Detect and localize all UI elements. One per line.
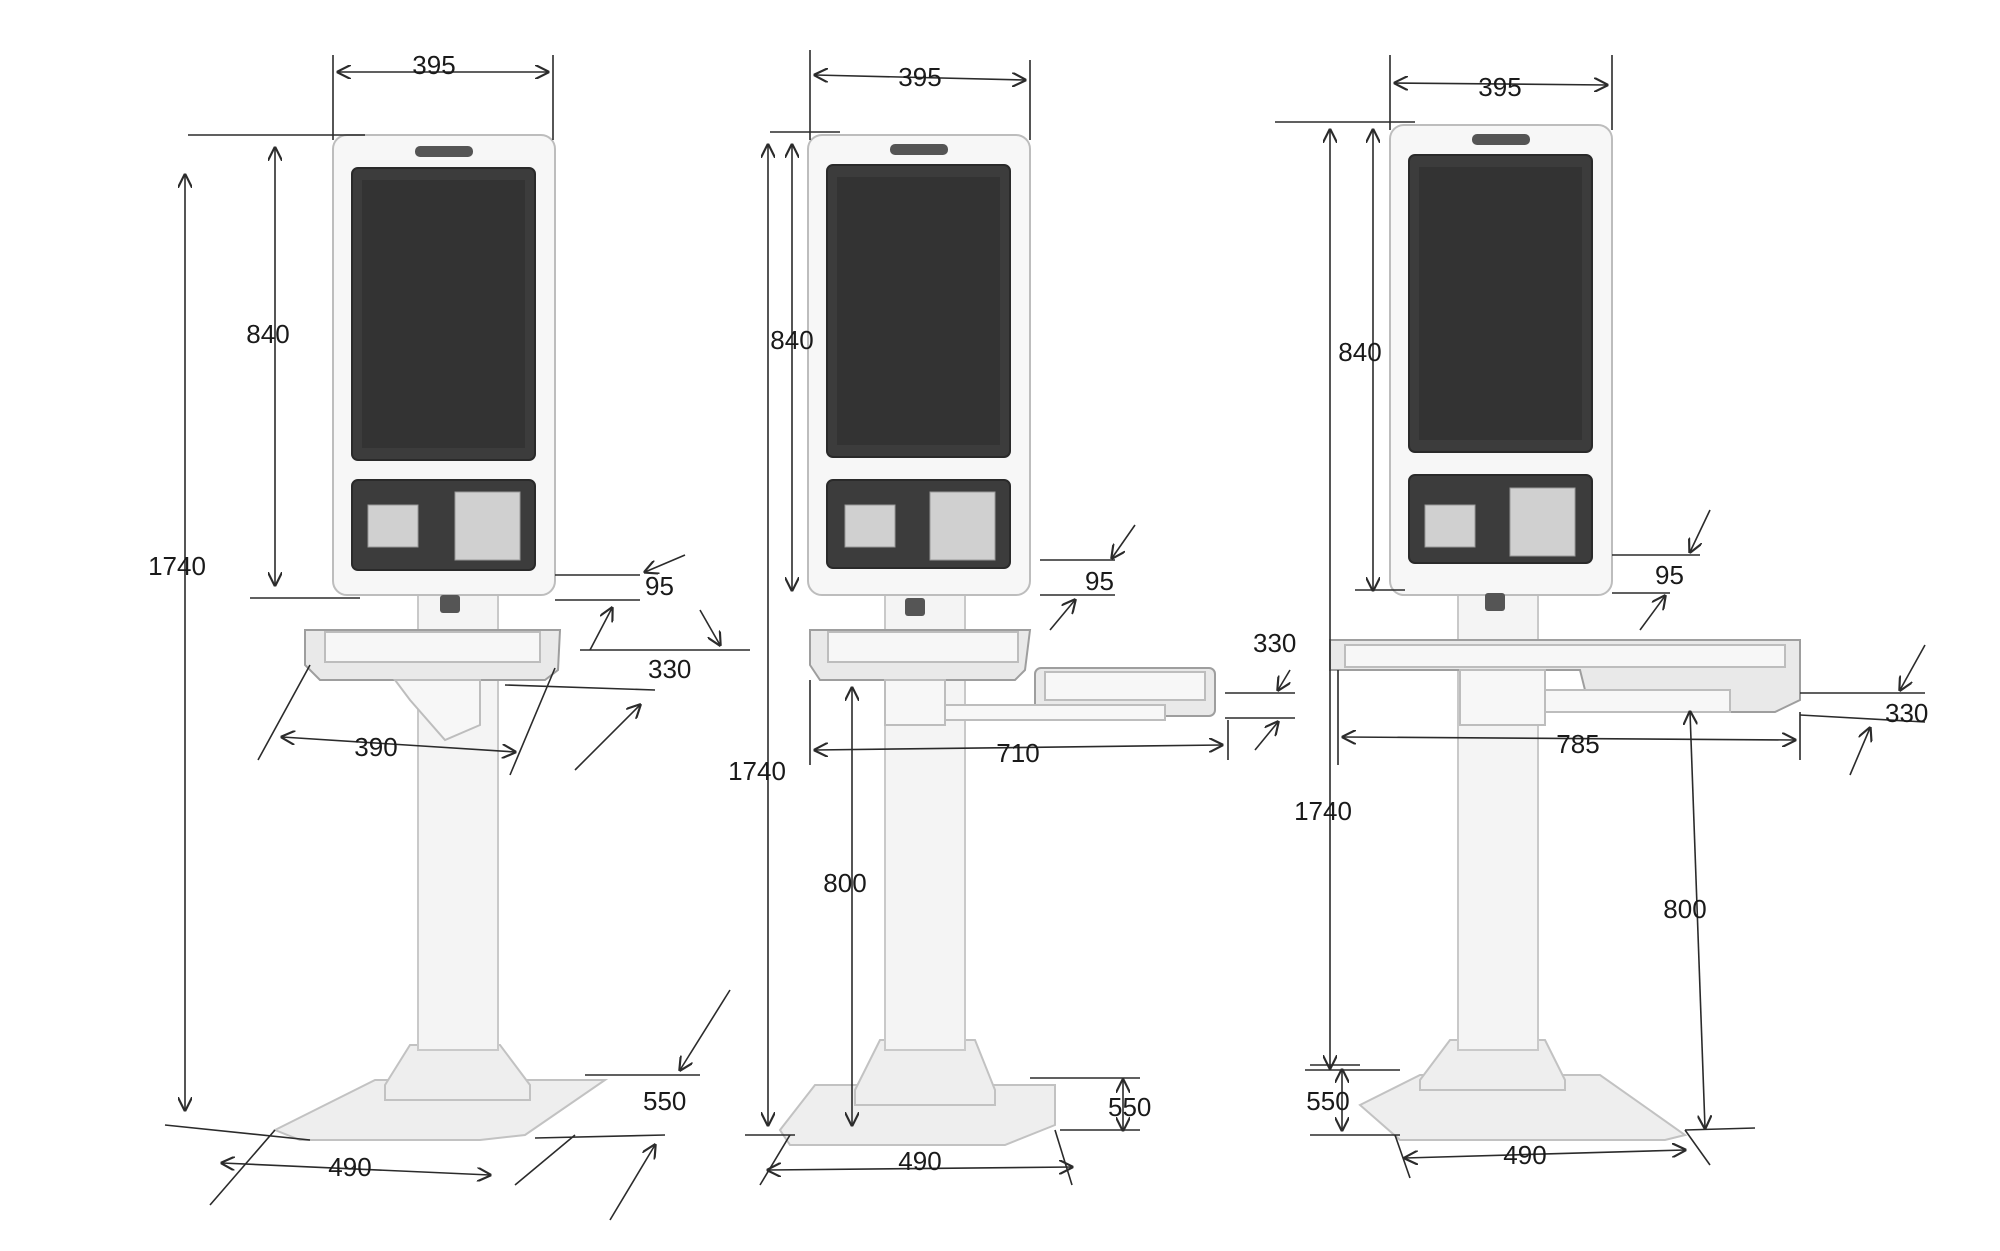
base-depth-label: 550: [643, 1086, 686, 1116]
screen-height-label: 840: [246, 319, 289, 349]
width-label: 395: [412, 50, 455, 80]
depth-label: 95: [645, 571, 674, 601]
printer-slot-icon: [1509, 487, 1576, 557]
bracket: [393, 679, 481, 742]
tray-label: 330: [1885, 698, 1928, 728]
screen-height-label: 840: [770, 325, 813, 355]
kiosk-left-dimensions: 395 840 1740 95 330 390 550 490: [148, 50, 750, 1221]
kiosk-right-dimensions: 395 840 1740 95 330 785 800 550 490: [1275, 55, 1928, 1179]
tray-label: 330: [1253, 628, 1296, 658]
camera: [890, 144, 948, 155]
tray-width-label: 390: [354, 732, 397, 762]
tray-inner: [324, 631, 541, 663]
base-width-label: 490: [1503, 1140, 1546, 1170]
screen-height-label: 840: [1338, 337, 1381, 367]
scanner-icon: [367, 504, 419, 548]
width-label: 395: [1478, 72, 1521, 102]
scanner-icon: [1424, 504, 1476, 548]
total-height-label: 1740: [1294, 796, 1352, 826]
bracket: [1459, 669, 1546, 726]
camera: [1472, 134, 1530, 145]
desk-height-label: 800: [823, 868, 866, 898]
camera: [415, 146, 473, 157]
tray-width-label: 785: [1556, 729, 1599, 759]
base-depth-label: 550: [1306, 1086, 1349, 1116]
depth-label: 95: [1655, 560, 1684, 590]
printer-slot-icon: [929, 491, 996, 561]
base-plate: [1358, 1074, 1688, 1141]
kiosk-middle: [778, 134, 1216, 1146]
total-height-label: 1740: [728, 756, 786, 786]
base-pedestal: [384, 1044, 531, 1101]
kiosk-right: [1329, 124, 1801, 1141]
base-depth-label: 550: [1108, 1092, 1151, 1122]
kiosk-left: [272, 134, 609, 1141]
tray-label: 330: [648, 654, 691, 684]
depth-label: 95: [1085, 566, 1114, 596]
tray-width-label: 710: [996, 738, 1039, 768]
bracket: [884, 679, 946, 726]
width-label: 395: [898, 62, 941, 92]
base-pedestal: [1419, 1039, 1566, 1091]
base-width-label: 490: [328, 1152, 371, 1182]
desk-height-label: 800: [1663, 894, 1706, 924]
printer-slot-icon: [454, 491, 521, 561]
total-height-label: 1740: [148, 551, 206, 581]
base-width-label: 490: [898, 1146, 941, 1176]
scanner-icon: [844, 504, 896, 548]
tray-inner: [827, 631, 1019, 663]
kiosk-middle-dimensions: 395 840 1740 95 330 710 800 550 490: [728, 50, 1296, 1186]
